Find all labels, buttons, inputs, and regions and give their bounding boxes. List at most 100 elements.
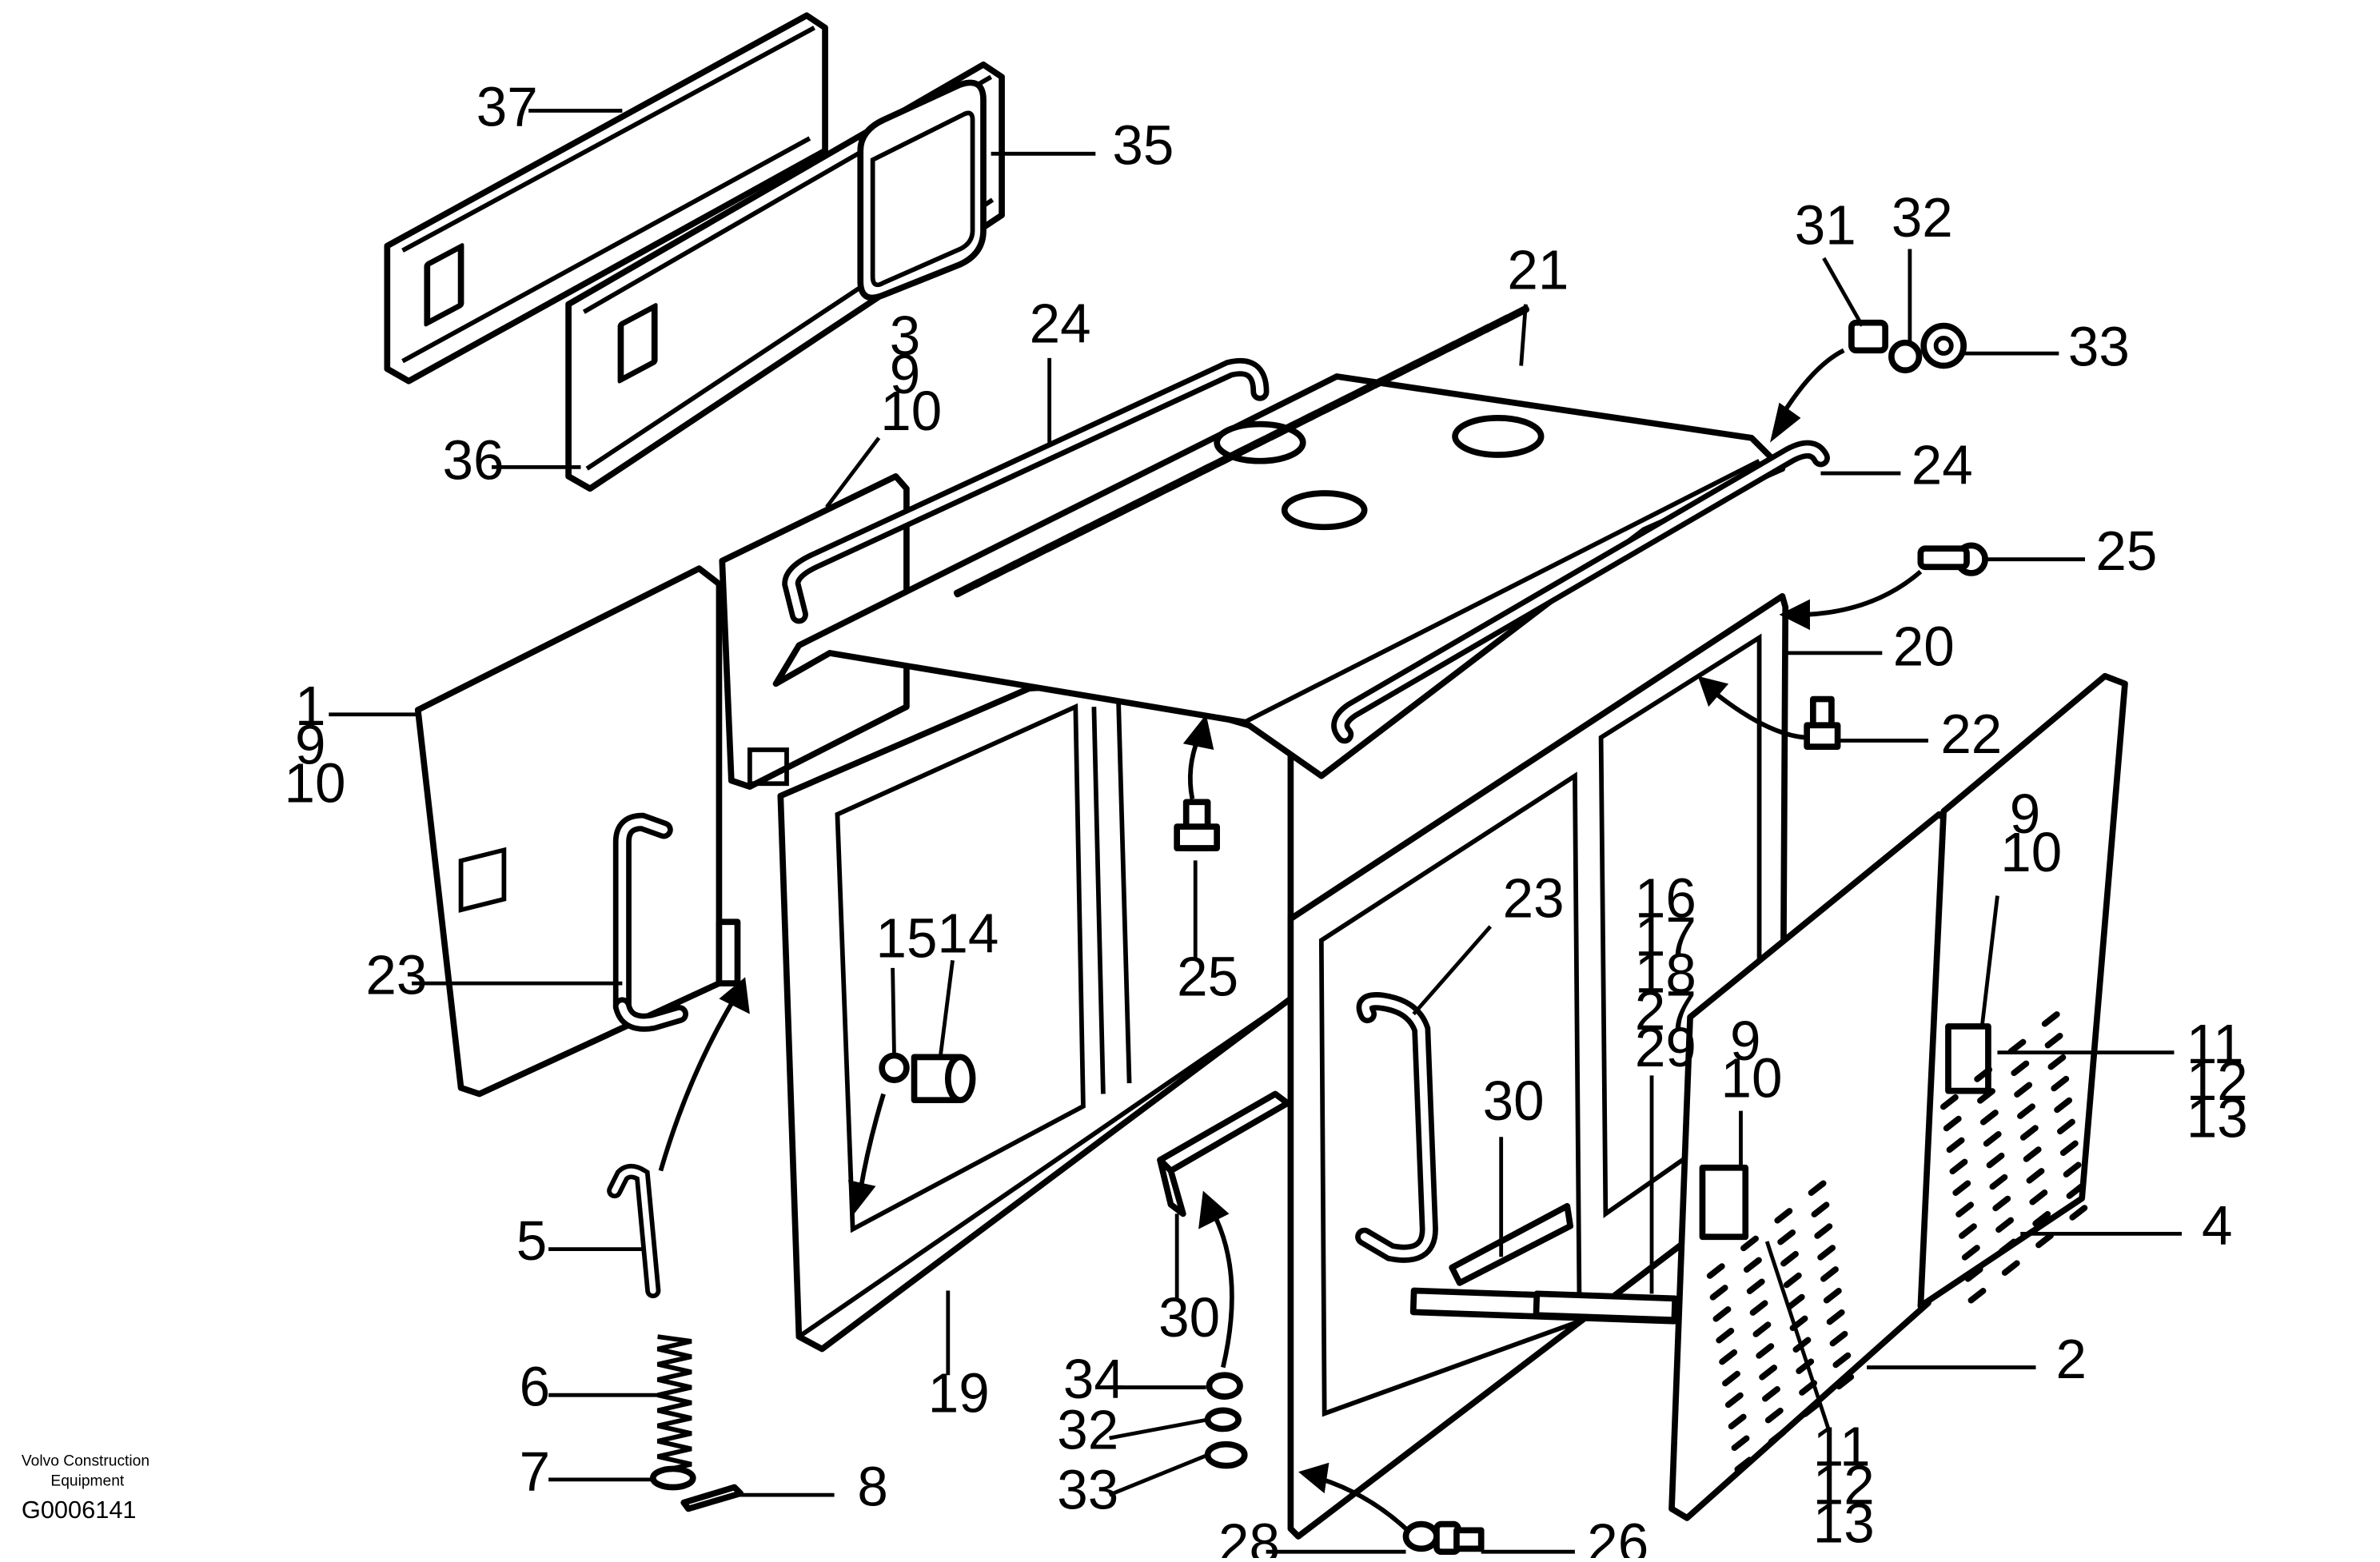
washer-7 (649, 1465, 696, 1491)
vent-slots-top (953, 305, 1530, 598)
vent-slot (2019, 1125, 2039, 1141)
vent-slot (1756, 1343, 1775, 1359)
vent-slot (2029, 1189, 2048, 1205)
callout-23-a: 23 (365, 944, 427, 1006)
callout-10-a: 10 (880, 380, 942, 442)
callout-27: 27 (1635, 979, 1696, 1042)
top-cover-21 (772, 373, 1786, 779)
callout-14: 14 (937, 903, 999, 965)
callout-33-b: 33 (1057, 1458, 1118, 1520)
callout-18: 18 (1635, 942, 1696, 1005)
vent-slot (1820, 1266, 1839, 1282)
callout-25-a: 25 (2095, 520, 2157, 582)
vent-slot (1961, 1245, 1980, 1261)
vent-slot (1977, 1088, 1995, 1104)
callout-19: 19 (928, 1361, 990, 1424)
vent-slot (2023, 1146, 2042, 1162)
vent-slot (1768, 1429, 1787, 1445)
handle-23-left (612, 812, 689, 1032)
vent-slot (1706, 1263, 1725, 1279)
callout-9-c: 9 (2010, 783, 2040, 845)
spring-6 (656, 1334, 692, 1475)
vent-slot (1939, 1094, 1959, 1110)
callout-6: 6 (520, 1356, 550, 1418)
vent-slot (1959, 1223, 1977, 1239)
vent-slot (2044, 1032, 2063, 1049)
callout-20: 20 (1893, 615, 1955, 677)
window-seal-35 (857, 79, 987, 301)
callout-11-b: 11 (1813, 1416, 1871, 1478)
callout-7: 7 (520, 1440, 550, 1502)
callout-13-a: 13 (2187, 1086, 2248, 1149)
callout-15: 15 (875, 907, 937, 969)
vent-slot (1396, 357, 1425, 377)
callout-24-a: 24 (1030, 293, 1091, 355)
vent-slot (2011, 1060, 2030, 1077)
vent-slot (1501, 305, 1530, 325)
bolt-25-top (1917, 542, 1988, 576)
vent-slot (2066, 1183, 2085, 1199)
callout-11-a: 11 (2187, 1013, 2244, 1075)
callout-29: 29 (1635, 1016, 1696, 1078)
main-frame-19 (777, 680, 1294, 1353)
bracket-30-front (1449, 1202, 1574, 1286)
knob-14-15 (879, 1052, 976, 1104)
vent-slot (1823, 1288, 1842, 1304)
callout-13-b: 13 (1813, 1492, 1875, 1555)
cotter-pin-8 (680, 1484, 744, 1512)
vent-slot (1734, 1456, 1753, 1472)
vent-slot (1786, 1293, 1805, 1310)
callout-28: 28 (1218, 1512, 1280, 1558)
callout-9-a: 9 (890, 343, 920, 405)
callout-2: 2 (2055, 1328, 2086, 1390)
callout-33-a: 33 (2068, 316, 2130, 378)
vent-slot (1946, 1137, 1965, 1154)
vent-slot (1943, 1115, 1962, 1132)
vent-slot (1187, 461, 1216, 481)
credit-line-2: Equipment (50, 1473, 124, 1490)
hinge-left (716, 918, 741, 986)
callout-25-b: 25 (1177, 945, 1238, 1007)
callout-12-a: 12 (2187, 1050, 2248, 1112)
callout-4: 4 (2202, 1194, 2232, 1257)
vent-slot (1709, 1285, 1728, 1301)
vent-slot (1344, 383, 1373, 403)
vent-slot (1817, 1245, 1836, 1261)
vent-slot (1979, 1110, 1999, 1126)
vent-slot (1724, 1392, 1744, 1409)
vent-slot (2063, 1162, 2082, 1177)
vent-slots-panel-4 (1939, 1011, 2088, 1304)
vent-slot (2047, 1054, 2067, 1070)
callout-37: 37 (476, 76, 538, 138)
vent-slot (2001, 1260, 2020, 1276)
vent-slot (1832, 1352, 1852, 1369)
vent-slot (1967, 1288, 1987, 1304)
vent-slot (1764, 1407, 1784, 1424)
vent-slot (1774, 1208, 1793, 1224)
vent-slot (1952, 1180, 1971, 1196)
callout-34: 34 (1063, 1348, 1125, 1410)
vent-slot (1808, 1180, 1827, 1196)
callout-26: 26 (1587, 1512, 1648, 1558)
vent-slot (1722, 1370, 1740, 1387)
bracket-30-lower (1157, 1090, 1291, 1217)
callout-24-b: 24 (1912, 433, 1973, 496)
rear-door-panel-3 (719, 473, 910, 790)
pin-5 (607, 1163, 661, 1299)
vent-slot (1746, 1278, 1765, 1294)
bolt-22 (1804, 695, 1841, 750)
vent-slot (1836, 1373, 1855, 1390)
callout-5: 5 (516, 1209, 547, 1272)
vent-slot (1291, 409, 1321, 428)
callout-30-b: 30 (1158, 1286, 1220, 1349)
callout-21: 21 (1507, 238, 1569, 301)
vent-slot (1752, 1321, 1772, 1337)
callout-22: 22 (1940, 703, 2002, 765)
callout-1: 1 (295, 675, 325, 737)
callout-32-a: 32 (1892, 186, 1953, 249)
vent-slot (1829, 1330, 1848, 1347)
vent-slot (2041, 1011, 2060, 1027)
figure-credit: Volvo Construction Equipment G0006141 (22, 1453, 149, 1524)
vent-slot (1992, 1195, 2011, 1212)
